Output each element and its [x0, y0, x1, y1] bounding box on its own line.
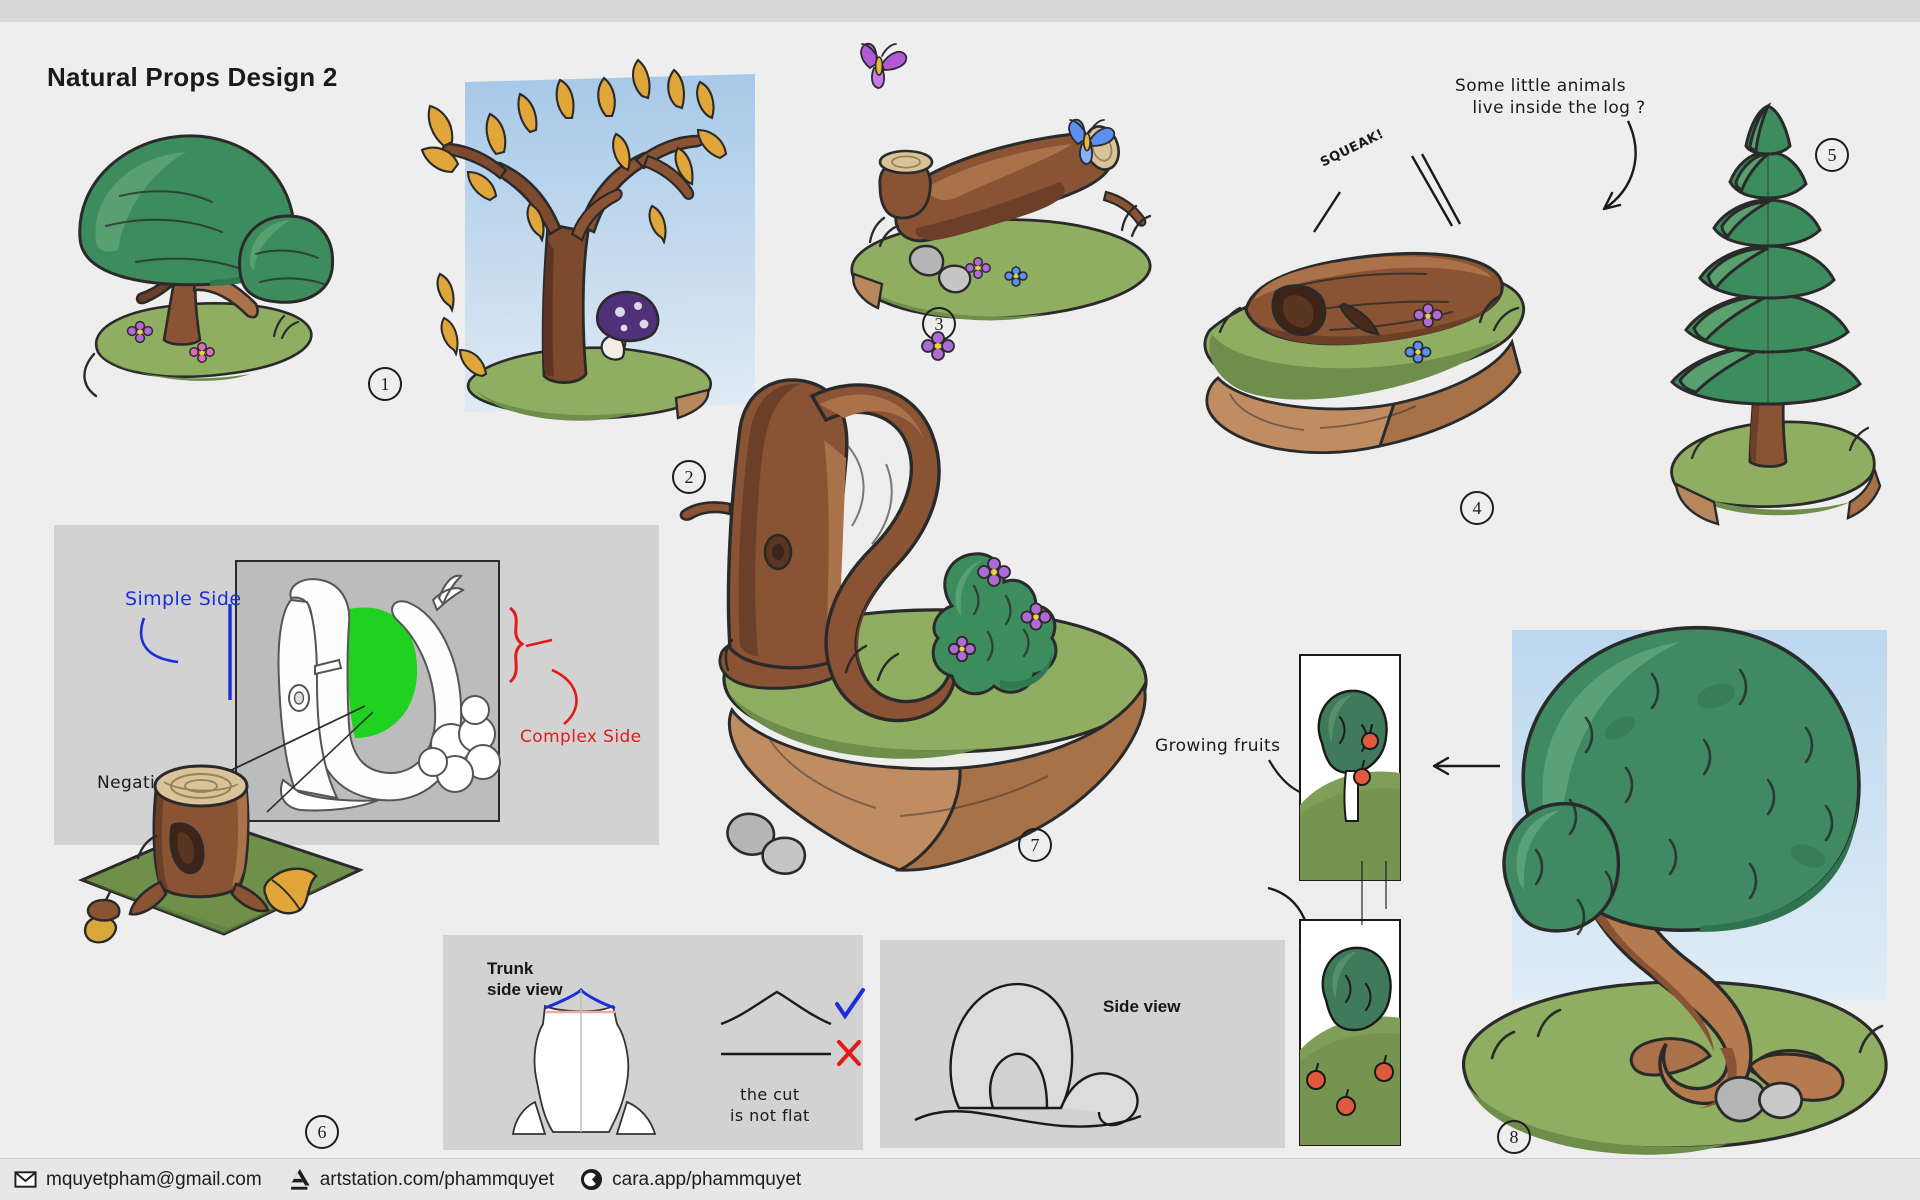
footer-link-email[interactable]: mquyetpham@gmail.com [14, 1168, 262, 1191]
trunk-side-view-panel [443, 935, 863, 1150]
prop-pine-tree [1620, 90, 1900, 526]
trunk-side-view-label: Trunk side view [487, 959, 563, 1000]
callout-4: 4 [1460, 491, 1494, 525]
prop-hollow-log [1180, 180, 1580, 500]
note-growing-fruits: Growing fruits [1155, 736, 1281, 756]
complex-side-arrow [551, 668, 578, 726]
complex-side-bracket [508, 606, 553, 684]
cross-icon [837, 1040, 861, 1066]
callout-5: 5 [1815, 138, 1849, 172]
autumn-leaf [263, 867, 318, 915]
prop-fallen-log [830, 42, 1180, 350]
callout-8: 8 [1497, 1120, 1531, 1154]
butterfly-purple [860, 42, 908, 89]
prop-tree-stump [60, 730, 390, 970]
callout-2: 2 [672, 460, 706, 494]
callout-6: 6 [305, 1115, 339, 1149]
artstation-icon [289, 1168, 310, 1190]
check-icon [835, 988, 865, 1020]
footer-link-artstation[interactable]: artstation.com/phammquyet [288, 1168, 554, 1191]
mail-icon [14, 1171, 37, 1188]
negative-space-leader [218, 705, 366, 777]
simple-side-bar [228, 604, 232, 700]
footer-link-email-text: mquyetpham@gmail.com [46, 1168, 262, 1190]
cut-comparison-diagram [720, 988, 865, 1066]
prop-big-leaning-tree [1420, 600, 1920, 1160]
flower-purple [126, 320, 154, 344]
note-simple-side: Simple Side [125, 588, 242, 610]
callout-1: 1 [368, 367, 402, 401]
side-view-label: Side view [1103, 997, 1181, 1016]
prop-round-bushy-tree [60, 90, 380, 398]
fruits-left-arrow [1432, 756, 1500, 776]
mushroom [595, 290, 660, 361]
acorn [83, 890, 121, 944]
callout-7: 7 [1018, 828, 1052, 862]
fruit-strip-top [1299, 654, 1401, 881]
fruit-drop-lines [1361, 861, 1387, 925]
butterfly-blue [1068, 118, 1116, 165]
prop-arched-tree-island [679, 331, 1230, 940]
flower-pink [189, 342, 215, 363]
footer-contact-bar: mquyetpham@gmail.com artstation.com/pham… [0, 1158, 1920, 1200]
prop-autumn-tree [420, 50, 800, 470]
squeak-lines [1312, 153, 1462, 233]
trunk-side-view-diagram [511, 987, 657, 1135]
fruit-strip-bottom [1299, 919, 1401, 1146]
top-bar [0, 0, 1920, 22]
simple-side-arrow [139, 617, 179, 664]
cara-icon [581, 1168, 603, 1191]
side-view-panel [880, 940, 1285, 1148]
note-the-cut: the cut is not flat [730, 1085, 810, 1126]
footer-link-artstation-text: artstation.com/phammquyet [319, 1168, 555, 1190]
footer-link-cara-text: cara.app/phammquyet [612, 1168, 802, 1190]
footer-link-cara[interactable]: cara.app/phammquyet [580, 1168, 801, 1191]
page-title: Natural Props Design 2 [47, 62, 338, 92]
note-animals-in-log: Some little animals live inside the log … [1455, 76, 1646, 119]
side-view-diagram [914, 982, 1142, 1128]
note-complex-side: Complex Side [520, 727, 642, 747]
silhouette-study-frame [235, 560, 501, 822]
note-arrow-to-log [1602, 120, 1637, 211]
